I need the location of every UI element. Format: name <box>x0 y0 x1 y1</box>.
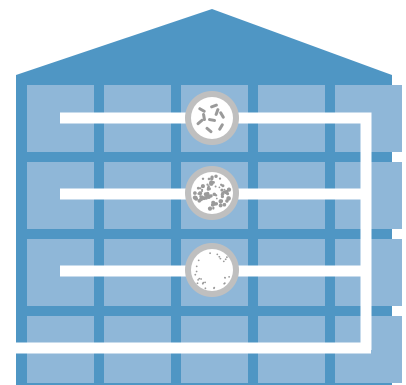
bacteria-rod <box>198 107 206 113</box>
bacteria-rod <box>196 118 204 126</box>
residue-dot <box>228 276 230 278</box>
residue-dot <box>195 270 198 273</box>
residue-dot <box>226 256 228 259</box>
colony-dot <box>226 196 231 201</box>
colony-dot <box>221 184 225 188</box>
colony-dot <box>220 199 224 203</box>
colony-dot <box>221 191 225 196</box>
residue-dot <box>219 257 222 260</box>
colony-dot <box>214 194 218 197</box>
colony-dot <box>211 200 216 205</box>
residue-dot <box>198 277 201 280</box>
colony-dot <box>207 177 211 181</box>
bacteria-rod <box>208 118 216 122</box>
colony-dot <box>223 188 226 191</box>
colony-dot <box>218 177 222 180</box>
petri-dish-bacteria-icon <box>185 91 239 145</box>
residue-dot <box>224 258 227 261</box>
colony-dot <box>207 206 213 211</box>
residue-dot <box>224 277 226 279</box>
bacteria-rod <box>218 123 224 131</box>
bacteria-rod <box>219 111 225 119</box>
petri-dish-clean-icon <box>185 243 239 297</box>
bacteria-rod <box>205 126 213 134</box>
residue-dot <box>218 255 221 258</box>
colony-dot <box>220 194 224 199</box>
colony-dot <box>218 203 223 208</box>
colony-dot <box>209 194 213 198</box>
colony-dot <box>201 188 204 192</box>
residue-dot <box>194 273 197 276</box>
colony-dot <box>205 192 210 198</box>
residue-dot <box>197 279 199 281</box>
petri-dish-colonies-icon <box>185 166 239 220</box>
colony-dot <box>225 191 228 194</box>
residue-dot <box>222 260 225 263</box>
bacteria-rod <box>214 108 220 116</box>
colony-dot <box>193 191 197 195</box>
colony-dot <box>204 196 208 200</box>
colony-dot <box>218 186 221 189</box>
colony-dot <box>196 186 200 190</box>
colony-dot <box>222 202 227 207</box>
colony-dot <box>199 187 202 190</box>
roof <box>16 9 392 75</box>
residue-dot <box>223 282 226 285</box>
residue-dot <box>213 286 216 289</box>
colony-dot <box>214 185 217 188</box>
colony-dot <box>207 185 210 188</box>
residue-dot <box>200 278 202 280</box>
residue-dot <box>216 253 219 256</box>
colony-dot <box>212 207 215 210</box>
colony-dot <box>201 190 203 193</box>
colony-dot <box>226 187 232 192</box>
colony-dot <box>209 180 214 185</box>
residue-dot <box>196 282 199 285</box>
colony-dot <box>226 200 229 203</box>
bacteria-rod <box>202 113 206 121</box>
colony-dot <box>210 175 214 179</box>
colony-dot <box>200 184 205 189</box>
colony-dot <box>206 187 210 191</box>
residue-dot <box>204 287 207 290</box>
colony-dot <box>215 197 218 200</box>
colony-dot <box>220 188 224 192</box>
colony-dot <box>198 191 203 196</box>
residue-dot <box>197 259 200 262</box>
colony-dot <box>206 183 209 186</box>
residue-dot <box>209 252 211 255</box>
bacteria-rod <box>210 103 218 109</box>
residue-dot <box>204 281 206 284</box>
residue-dot <box>195 265 198 268</box>
colony-dot <box>214 174 218 178</box>
colony-dot <box>199 197 203 202</box>
residue-dot <box>202 281 205 284</box>
colony-dot <box>194 196 198 201</box>
colony-dot <box>201 177 205 180</box>
